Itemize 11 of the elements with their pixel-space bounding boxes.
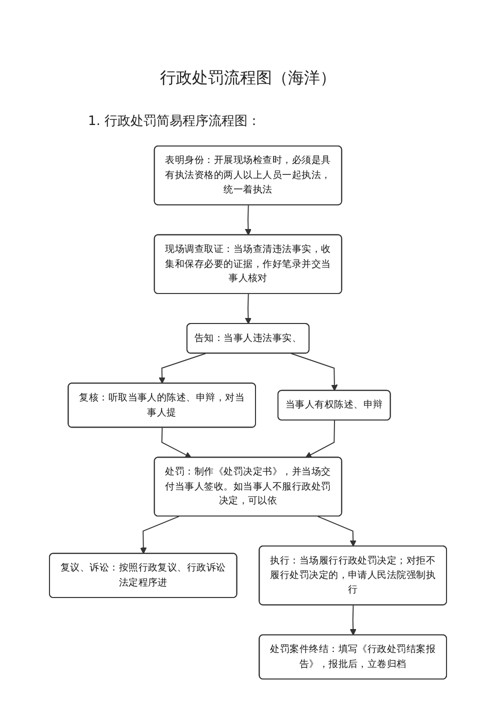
section-heading: 1. 行政处罚简易程序流程图：: [88, 113, 261, 130]
arrow: [140, 516, 180, 554]
arrow: [305, 420, 336, 458]
arrow: [158, 353, 206, 384]
arrow: [317, 516, 356, 547]
page-title: 行政处罚流程图（海洋）: [159, 68, 337, 89]
arrow: [161, 427, 192, 458]
arrow: [290, 353, 338, 392]
arrow: [350, 604, 356, 636]
arrow: [244, 204, 252, 236]
arrow: [244, 293, 252, 324]
